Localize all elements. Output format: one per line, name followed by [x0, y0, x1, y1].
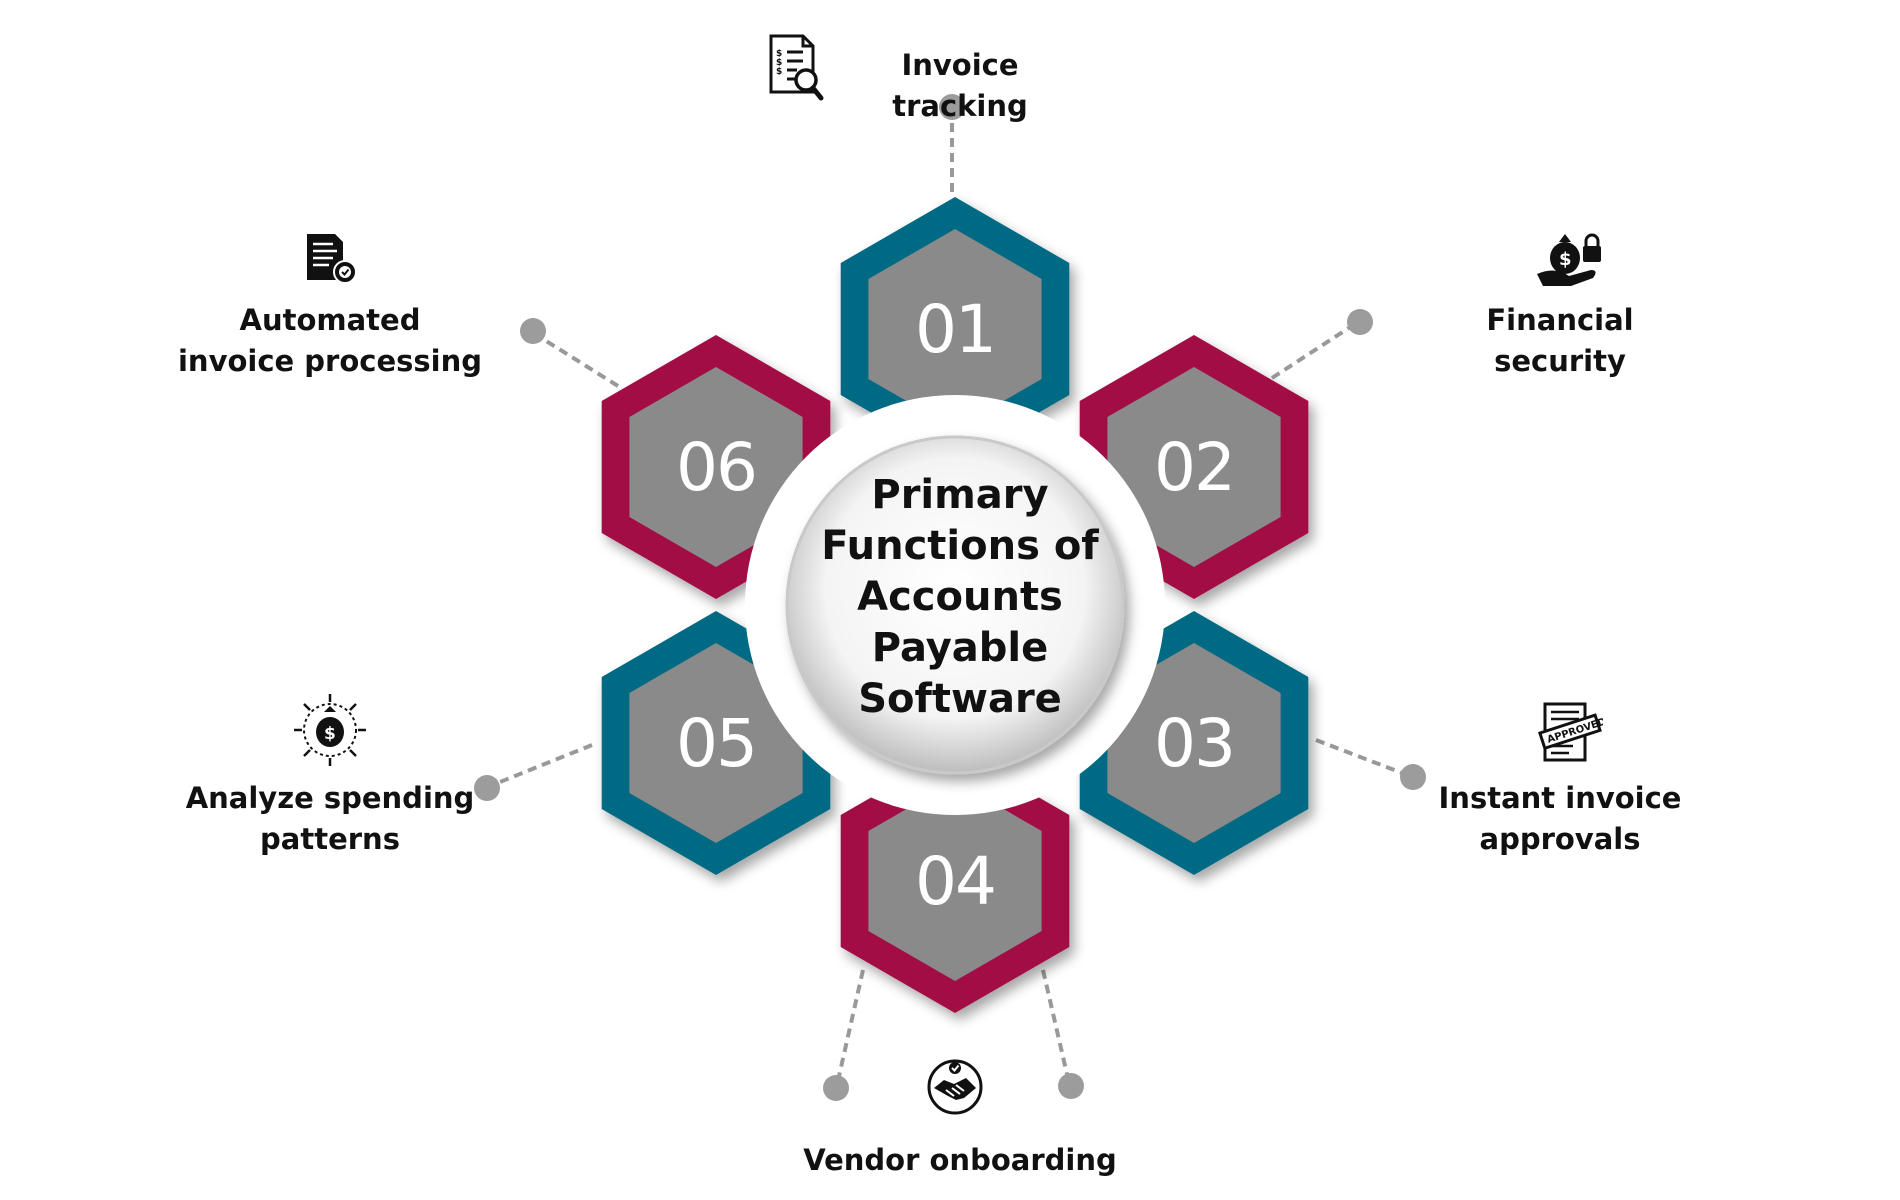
- hexagon-inner-04: [868, 781, 1042, 981]
- label-automated-invoice-processing: Automated invoice processing: [177, 303, 483, 378]
- label-vendor-onboarding: Vendor onboarding: [803, 1143, 1117, 1177]
- label-instant-invoice-approvals: Instant invoice approvals: [1438, 781, 1682, 856]
- label-invoice-tracking: Invoice tracking: [892, 48, 1028, 123]
- hexagon-inner-01: [868, 229, 1042, 429]
- center-title-line: Software: [858, 676, 1062, 722]
- handshake-icon: [927, 1059, 983, 1115]
- money-bag-arrows-icon: $: [294, 694, 366, 766]
- hexagon-number-01: 01: [915, 291, 995, 368]
- center-title-line: Payable: [871, 625, 1049, 671]
- hexagon-inner-02: [1107, 367, 1281, 567]
- approved-stamp-icon: APPROVED: [1538, 702, 1603, 762]
- hexagon-number-05: 05: [676, 705, 756, 782]
- connector-02: [1270, 309, 1373, 380]
- center-title-line: Primary: [871, 472, 1049, 518]
- money-bag-lock-icon: $: [1537, 233, 1601, 286]
- hexagon-number-04: 04: [915, 843, 995, 920]
- svg-text:$: $: [324, 724, 336, 744]
- hexagon-inner-05: [629, 643, 803, 843]
- connector-04: [823, 969, 1084, 1101]
- invoice-search-icon: $ $ $: [769, 34, 824, 101]
- hexagon-number-06: 06: [676, 429, 756, 506]
- hexagon-inner-06: [629, 367, 803, 567]
- connector-05: [474, 743, 593, 801]
- svg-text:$: $: [776, 67, 782, 77]
- connector-01: [939, 94, 965, 192]
- connector-03: [1315, 738, 1426, 790]
- hexagon-number-02: 02: [1154, 429, 1234, 506]
- svg-text:$: $: [776, 58, 782, 68]
- center-title-line: Accounts: [857, 574, 1063, 620]
- svg-text:$: $: [776, 49, 782, 59]
- connector-06: [520, 318, 620, 388]
- document-gear-icon: [307, 234, 357, 284]
- label-financial-security: Financial security: [1486, 303, 1634, 378]
- center-title: Primary Functions of Accounts Payable So…: [795, 470, 1125, 725]
- label-analyze-spending-patterns: Analyze spending patterns: [185, 781, 475, 856]
- hexagon-inner-03: [1107, 643, 1281, 843]
- center-circle: [785, 435, 1125, 775]
- svg-text:$: $: [1559, 249, 1572, 270]
- hexagon-number-03: 03: [1154, 705, 1234, 782]
- center-title-line: Functions of: [821, 523, 1099, 569]
